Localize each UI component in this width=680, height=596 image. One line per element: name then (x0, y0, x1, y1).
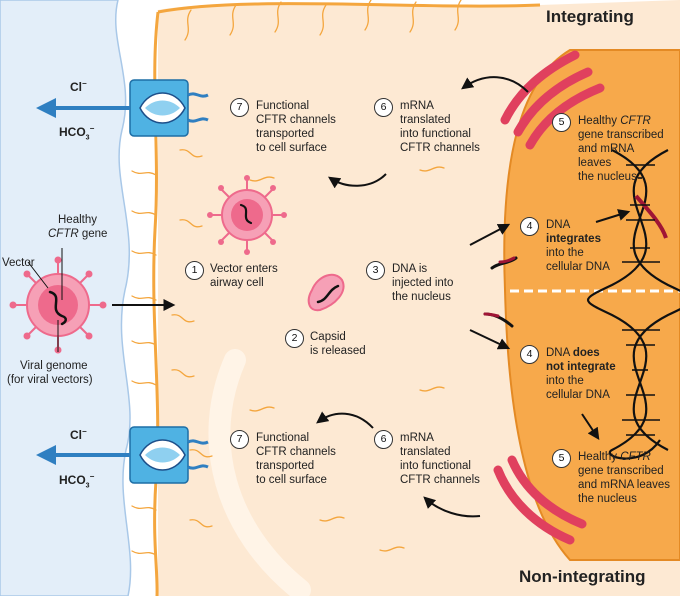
step-7-nonintegrating-line2: CFTR channels (256, 446, 336, 458)
step-6-integrating-line2: translated (400, 114, 451, 126)
step-7-integrating-line3: transported (256, 128, 315, 140)
step-7-nonintegrating-line4: to cell surface (256, 474, 327, 486)
integrating-heading: Integrating (546, 7, 634, 26)
step-7-nonintegrating-badge: 7 (230, 430, 249, 449)
step-5-integrating-line1: Healthy CFTR (578, 115, 651, 127)
step-7-nonintegrating-line1: Functional (256, 432, 310, 444)
step-6-nonintegrating-line1: mRNA (400, 432, 434, 444)
chloride-label-top: Cl− (70, 79, 87, 94)
step-3-line1: DNA is (392, 263, 428, 275)
step-5-integrating-line2: gene transcribed (578, 129, 664, 141)
cftr-channel-top (129, 79, 209, 137)
step-6-nonintegrating-line3: into functional (400, 460, 471, 472)
healthy-gene-label-line1: Healthy (58, 214, 97, 226)
step-6-integrating-line4: CFTR channels (400, 142, 480, 154)
bicarbonate-label-top: HCO3− (59, 124, 95, 142)
step-7-integrating-line2: CFTR channels (256, 114, 336, 126)
step-7-integrating-line4: to cell surface (256, 142, 327, 154)
step-6-nonintegrating-line2: translated (400, 446, 451, 458)
released-capsid (307, 273, 345, 312)
step-1-line2: airway cell (210, 277, 264, 289)
endoplasmic-reticulum-top (500, 50, 605, 150)
integrated-dna-segment (634, 194, 668, 239)
step-2-badge: 2 (285, 329, 304, 348)
step-5-nonintegrating-line1: Healthy CFTR (578, 451, 651, 463)
step-5-integrating-badge: 5 (552, 113, 571, 132)
dna-fragment-integrating-red (498, 256, 516, 264)
step-6-integrating-line3: into functional (400, 128, 471, 140)
cell-interior-highlight (208, 349, 311, 596)
viral-genome-label-line2: (for viral vectors) (7, 374, 93, 386)
step-3-badge: 3 (366, 261, 385, 280)
step-5-nonintegrating-line3: and mRNA leaves (578, 479, 671, 491)
non-integrating-heading: Non-integrating (519, 567, 646, 586)
step-6-nonintegrating-badge: 6 (374, 430, 393, 449)
step-3-line2: injected into (392, 277, 454, 289)
chloride-label-bottom: Cl− (70, 427, 87, 442)
step-5-nonintegrating-badge: 5 (552, 449, 571, 468)
step-5-nonintegrating-line2: gene transcribed (578, 465, 664, 477)
step-4-integrating-line3: into the (546, 247, 584, 259)
step-4-integrating-line1: DNA (546, 219, 571, 231)
endoplasmic-reticulum-bottom (493, 455, 587, 545)
step-5-integrating-line5: the nucleus (578, 171, 637, 183)
step-7-nonintegrating-line3: transported (256, 460, 315, 472)
step-7-integrating-line1: Functional (256, 100, 310, 112)
viral-genome-label-line1: Viral genome (20, 360, 88, 372)
step-4-integrating-badge: 4 (520, 217, 539, 236)
step-4-nonintegrating-line2: not integrate (546, 361, 616, 373)
step-3-line3: the nucleus (392, 291, 451, 303)
step-2-line1: Capsid (310, 331, 346, 343)
dna-base-pairs (622, 164, 660, 436)
vector-label: Vector (2, 257, 35, 269)
step-5-integrating-line4: leaves (578, 157, 612, 169)
step-4-nonintegrating-badge: 4 (520, 345, 539, 364)
vector-virus-inside (207, 175, 287, 255)
step-4-integrating-line4: cellular DNA (546, 261, 610, 273)
step-2-line2: is released (310, 345, 366, 357)
step-4-nonintegrating-line3: into the (546, 375, 584, 387)
step-5-integrating-line3: and mRNA (578, 143, 635, 155)
step-6-integrating-line1: mRNA (400, 100, 434, 112)
step-6-integrating-badge: 6 (374, 98, 393, 117)
step-7-integrating-badge: 7 (230, 98, 249, 117)
cftr-channel-bottom (129, 426, 209, 484)
step-1-line1: Vector enters (210, 263, 278, 275)
bicarbonate-label-bottom: HCO3− (59, 472, 95, 490)
step-4-nonintegrating-line1: DNA does (546, 347, 600, 359)
step-4-integrating-line2: integrates (546, 233, 601, 245)
vector-pointer-lines (27, 248, 63, 352)
step-4-nonintegrating-line4: cellular DNA (546, 389, 610, 401)
process-arrows (112, 76, 631, 518)
healthy-gene-label-line2: CFTR gene (48, 228, 108, 240)
step-6-nonintegrating-line4: CFTR channels (400, 474, 480, 486)
step-1-badge: 1 (185, 261, 204, 280)
dna-fragment-nonintegrating-red (483, 312, 500, 318)
step-5-nonintegrating-line4: the nucleus (578, 493, 637, 505)
cell-membrane-top (157, 2, 541, 14)
